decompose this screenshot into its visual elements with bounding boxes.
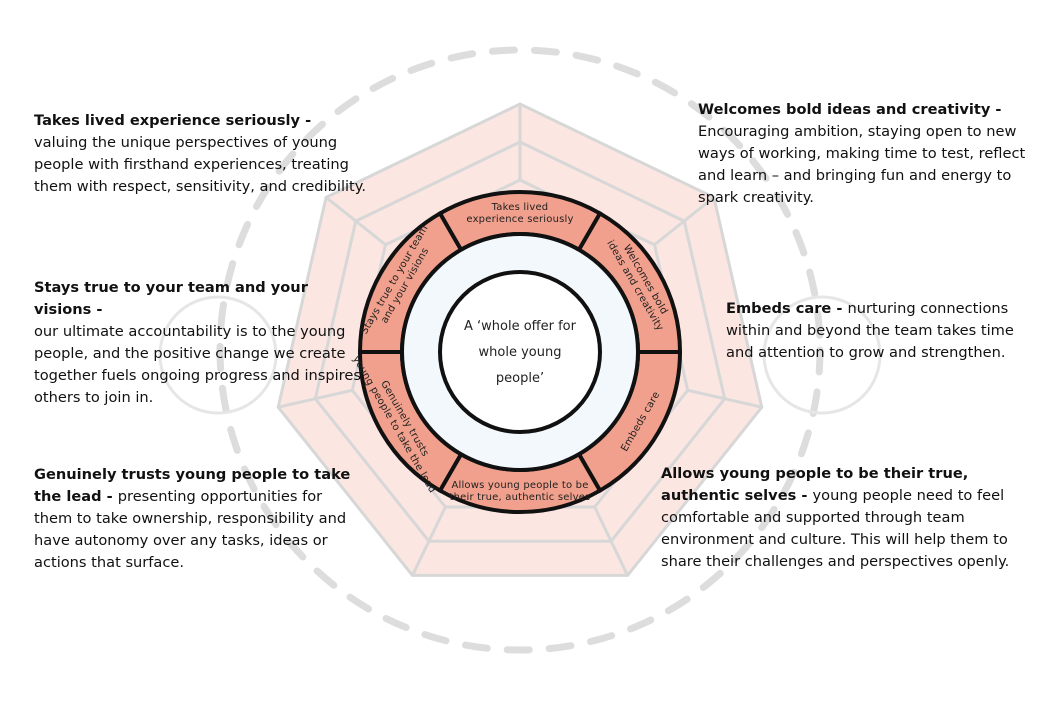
right-orbit-loop [762,295,882,415]
heptagon-spokes [277,104,763,577]
heptagon-spoke [653,196,715,246]
center-text-line-3: people’ [496,371,544,386]
description-genuinely-trusts: Genuinely trusts young people to take th… [34,464,364,574]
heptagon-spoke [593,506,629,577]
description-title: Takes lived experience seriously - [34,112,312,129]
description-body: nurturing connections within and beyond … [726,300,1014,361]
description-title: Allows young people to be their true, au… [661,465,969,504]
heptagon-spoke [411,506,447,577]
description-title: Welcomes bold ideas and creativity - [698,101,1002,118]
center-circle [438,270,602,434]
segment-label-takes-lived-experience: experience seriously [466,214,573,225]
segment-label-takes-lived-experience: Takes lived [491,202,549,213]
description-welcomes-bold-ideas: Welcomes bold ideas and creativity - Enc… [698,99,1028,209]
description-allows-true-selves: Allows young people to be their true, au… [661,463,1023,573]
description-body: presenting opportunities for them to tak… [34,488,347,571]
segment-label-allows-true-selves: Allows young people to be [451,480,588,491]
description-body: young people need to feel comfortable an… [661,487,1010,570]
description-embeds-care: Embeds care - nurturing connections with… [726,298,1026,364]
left-orbit-loop [158,295,278,415]
dashed-orbit-ring [216,46,824,654]
description-body: our ultimate accountability is to the yo… [34,323,361,406]
description-body: valuing the unique perspectives of young… [34,134,366,195]
heptagon-spoke [277,388,353,409]
description-stays-true: Stays true to your team and your visions… [34,277,364,409]
description-body: Encouraging ambition, staying open to ne… [698,123,1026,206]
center-text-line-2: whole young [479,345,562,360]
description-takes-lived-experience: Takes lived experience seriously - valui… [34,110,374,198]
description-title: Genuinely trusts young people to take th… [34,466,351,505]
description-title: Stays true to your team and your visions… [34,279,308,318]
description-title: Embeds care - [726,300,848,317]
center-text-line-1: A ‘whole offer for [464,319,577,334]
heptagon-spoke [687,388,763,409]
middle-heptagon [313,140,727,543]
segment-label-allows-true-selves: their true, authentic selves [450,492,591,503]
heptagon-spoke [325,196,387,246]
